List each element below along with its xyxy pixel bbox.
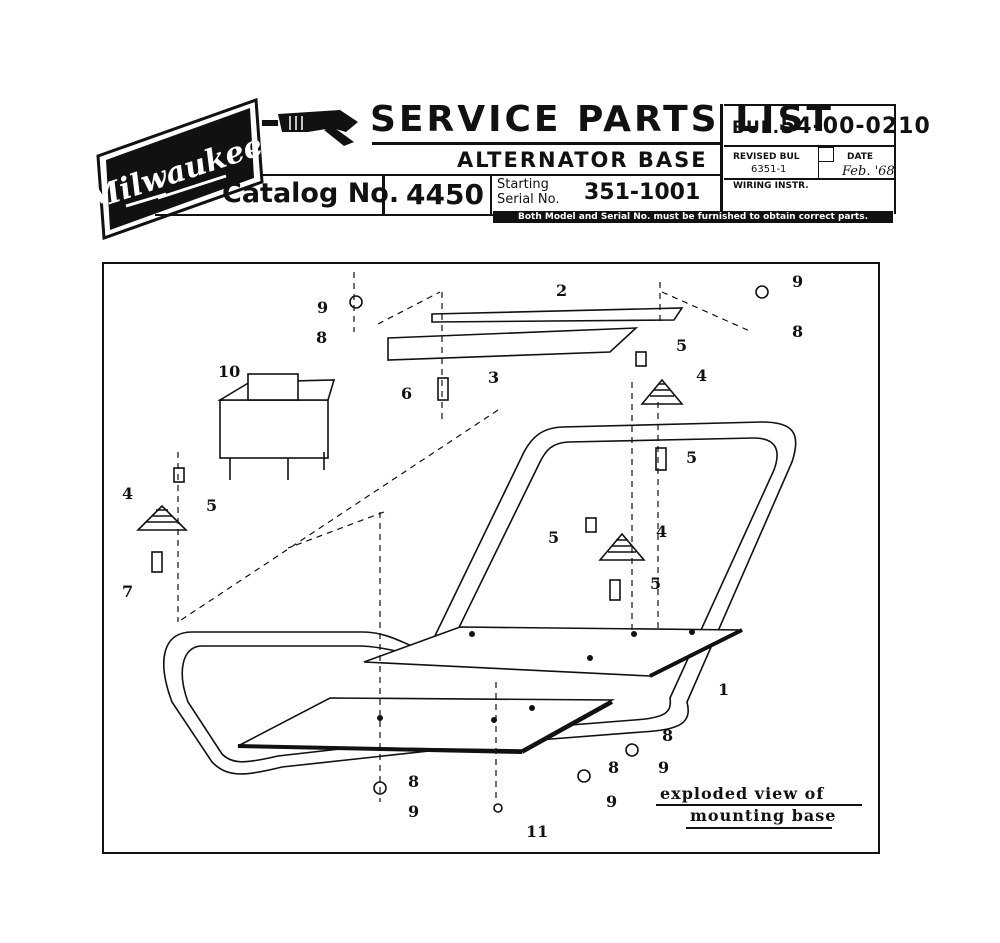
vibration-mount-2 [136, 504, 188, 531]
plate-upper-edge [649, 628, 743, 678]
callout-9-d: 9 [606, 792, 618, 811]
subtitle-underline [262, 174, 722, 176]
callout-5-d: 5 [548, 528, 560, 547]
page-title: SERVICE PARTS LIST [370, 99, 834, 140]
vibration-mount-1 [640, 378, 684, 405]
alternator-box [217, 373, 336, 480]
callout-7: 7 [122, 582, 134, 601]
title-underline [372, 142, 720, 145]
plate-holes [377, 629, 695, 723]
callout-11: 11 [526, 822, 549, 841]
bul-prefix: BUL. [732, 118, 781, 138]
callout-5-a: 5 [676, 336, 688, 355]
callout-5-c: 5 [206, 496, 218, 515]
bul-number: 54-00-0210 [780, 114, 931, 139]
revised-number: 6351-1 [751, 164, 787, 175]
plate-lower [237, 697, 616, 751]
callout-1: 1 [718, 680, 730, 699]
callout-2: 2 [556, 281, 568, 300]
caption-line-2-underline [686, 827, 832, 829]
catalog-label: Catalog No. [222, 178, 400, 209]
callout-3: 3 [488, 368, 500, 387]
callout-5-e: 5 [650, 574, 662, 593]
callout-8-b: 8 [792, 322, 804, 341]
vibration-mount-3 [598, 532, 646, 561]
catalog-underline [155, 214, 495, 216]
serial-number: 351-1001 [584, 180, 701, 205]
notice-strip: Both Model and Serial No. must be furnis… [493, 211, 893, 223]
starting-label: Starting [497, 177, 549, 192]
catalog-divider [382, 176, 385, 216]
caption-line-2: mounting base [690, 806, 837, 825]
plate-upper [363, 626, 743, 677]
revised-label: REVISED BUL [733, 152, 800, 162]
bulletin-number: BUL.54-00-0210 [732, 114, 931, 139]
serial-divider [490, 176, 492, 216]
callout-6: 6 [401, 384, 413, 403]
date-label: DATE [847, 152, 874, 162]
page-subtitle: ALTERNATOR BASE [457, 148, 708, 172]
diagram-frame [102, 262, 880, 854]
leader-lines [177, 272, 753, 802]
callout-9-c: 9 [658, 758, 670, 777]
callout-8-d: 8 [608, 758, 620, 777]
callout-8-e: 8 [408, 772, 420, 791]
date-checkbox [818, 147, 834, 162]
bulletin-box [724, 104, 896, 214]
bulletin-row-line [724, 145, 896, 147]
caption-line-1-underline [656, 804, 862, 806]
callout-4-b: 4 [122, 484, 134, 503]
milwaukee-logo: Milwaukee [96, 98, 264, 240]
plate-lower-edge-right [521, 700, 613, 754]
caption-line-1: exploded view of [660, 784, 825, 803]
bolts [151, 351, 667, 601]
callout-4-a: 4 [696, 366, 708, 385]
callout-4-c: 4 [656, 522, 668, 541]
callout-10: 10 [218, 362, 241, 381]
bulletin-divider [720, 104, 723, 212]
callout-8-c: 8 [662, 726, 674, 745]
callout-8-a: 8 [316, 328, 328, 347]
date-divider [818, 160, 819, 178]
date-value: Feb. '68 [842, 164, 895, 179]
wiring-label: WIRING INSTR. [733, 181, 809, 191]
serial-label: Serial No. [497, 192, 560, 207]
callout-5-b: 5 [686, 448, 698, 467]
drill-icon [262, 110, 358, 146]
callout-9-e: 9 [408, 802, 420, 821]
revised-row-line [724, 178, 896, 180]
callout-9-a: 9 [317, 298, 329, 317]
starting-serial-label: Starting Serial No. [497, 177, 560, 207]
channel-2 [431, 307, 684, 323]
catalog-number: 4450 [406, 178, 484, 211]
callout-9-b: 9 [792, 272, 804, 291]
exploded-view-diagram [136, 272, 797, 813]
channel-3 [387, 327, 639, 361]
